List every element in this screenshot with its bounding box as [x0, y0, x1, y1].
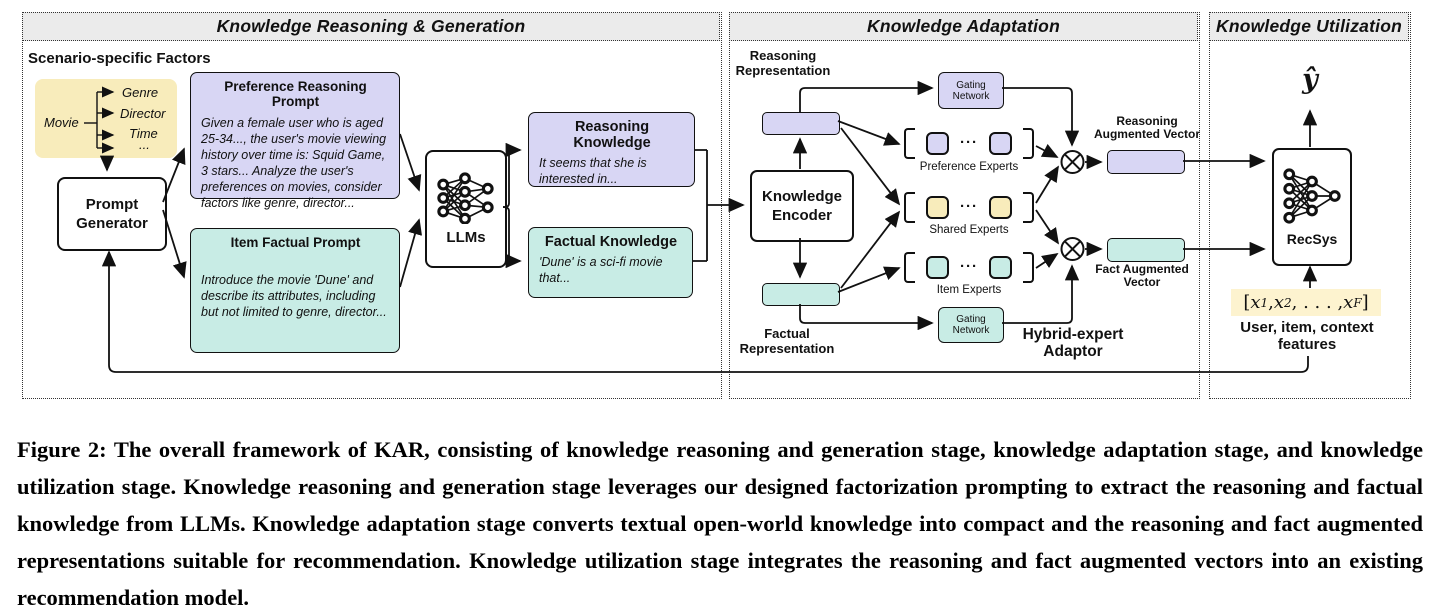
item-factual-prompt-box: Item Factual Prompt Introduce the movie … [190, 228, 400, 353]
bracket-left-icon [904, 252, 915, 283]
bracket-right-icon [1023, 252, 1034, 283]
ellipsis-icon: ··· [960, 257, 978, 275]
factor-child-time: Time [129, 126, 158, 141]
ellipsis-icon: ··· [960, 133, 978, 151]
preference-prompt-body: Given a female user who is aged 25-34...… [201, 116, 387, 210]
fact-augmented-vector-label: Fact Augmented Vector [1095, 262, 1189, 289]
bracket-left-icon [904, 192, 915, 223]
prompt-generator-box: Prompt Generator [57, 177, 167, 251]
knowledge-encoder-box: Knowledge Encoder [750, 170, 854, 242]
factual-representation-label: Factual Representation [739, 326, 835, 356]
utilization-title-text: Knowledge Utilization [1215, 16, 1402, 36]
factor-root-label: Movie [44, 115, 79, 130]
preference-experts-label: Preference Experts [919, 161, 1019, 173]
llms-box: LLMs [425, 150, 507, 268]
factor-child-genre: Genre [122, 85, 159, 100]
figure-caption: Figure 2: The overall framework of KAR, … [17, 437, 1423, 606]
recsys-label: RecSys [1286, 231, 1338, 247]
reasoning-knowledge-title: Reasoning Knowledge [573, 119, 651, 151]
fact-augmented-vector-bar [1107, 238, 1185, 262]
factual-knowledge-title: Factual Knowledge [544, 234, 678, 250]
adaptation-stage-title: Knowledge Adaptation [729, 12, 1198, 41]
factor-child-more: ... [139, 137, 150, 152]
factual-representation-bar [762, 283, 840, 306]
ellipsis: , . . . , [1291, 292, 1344, 313]
bracket-open: [ [1243, 292, 1251, 313]
reasoning-knowledge-body: It seems that she is interested in... [539, 156, 647, 186]
x1-var: x [1250, 292, 1261, 313]
ellipsis-icon: ··· [960, 197, 978, 215]
bracket-left-icon [904, 128, 915, 159]
xF-sub: F [1353, 295, 1362, 310]
reasoning-knowledge-box: Reasoning Knowledge It seems that she is… [528, 112, 695, 187]
expert-square [989, 256, 1012, 279]
bracket-right-icon [1023, 192, 1034, 223]
user-item-context-features-label: User, item, context features [1240, 319, 1374, 353]
generation-stage-title: Knowledge Reasoning & Generation [22, 12, 720, 41]
preference-reasoning-prompt-box: Preference Reasoning Prompt Given a fema… [190, 72, 400, 210]
recsys-box: RecSys [1272, 148, 1352, 266]
expert-square [926, 256, 949, 279]
llm-neural-network-icon [437, 172, 494, 224]
utilization-stage-title: Knowledge Utilization [1209, 12, 1409, 41]
shared-experts-label: Shared Experts [929, 224, 1009, 236]
expert-square [926, 196, 949, 219]
expert-square [989, 132, 1012, 155]
preference-prompt-title: Preference Reasoning Prompt [224, 79, 367, 109]
reasoning-representation-bar [762, 112, 840, 135]
x2-sub: 2 [1284, 295, 1292, 310]
expert-square [926, 132, 949, 155]
expert-square [989, 196, 1012, 219]
gating-network-top-box: Gating Network [938, 72, 1004, 109]
prediction-yhat-label: ŷ [1302, 64, 1318, 95]
bracket-right-icon [1023, 128, 1034, 159]
x1-sub: 1 [1260, 295, 1269, 310]
reasoning-representation-label: Reasoning Representation [735, 48, 831, 78]
reasoning-augmented-vector-label: Reasoning Augmented Vector [1093, 114, 1201, 141]
xF-var: x [1343, 292, 1354, 313]
recsys-neural-network-icon [1283, 168, 1341, 224]
scenario-specific-factors-label: Scenario-specific Factors [28, 50, 211, 67]
llms-label: LLMs [446, 229, 486, 246]
item-experts-label: Item Experts [936, 284, 1002, 296]
item-prompt-body: Introduce the movie 'Dune' and describe … [201, 273, 387, 319]
reasoning-augmented-vector-bar [1107, 150, 1185, 174]
gating-network-bottom-box: Gating Network [938, 307, 1004, 343]
preference-experts-group: ··· [904, 128, 1034, 159]
adaptation-title-text: Knowledge Adaptation [867, 16, 1060, 36]
factual-knowledge-box: Factual Knowledge 'Dune' is a sci-fi mov… [528, 227, 693, 298]
factual-knowledge-body: 'Dune' is a sci-fi movie that... [539, 255, 663, 285]
shared-experts-group: ··· [904, 192, 1034, 223]
bracket-close: ] [1361, 292, 1369, 313]
item-prompt-title: Item Factual Prompt [230, 235, 361, 250]
hybrid-expert-adaptor-label: Hybrid-expert Adaptor [1022, 326, 1124, 360]
generation-title-text: Knowledge Reasoning & Generation [216, 16, 526, 36]
x2-var: x [1273, 292, 1285, 313]
item-experts-group: ··· [904, 252, 1034, 283]
factor-child-director: Director [120, 106, 166, 121]
